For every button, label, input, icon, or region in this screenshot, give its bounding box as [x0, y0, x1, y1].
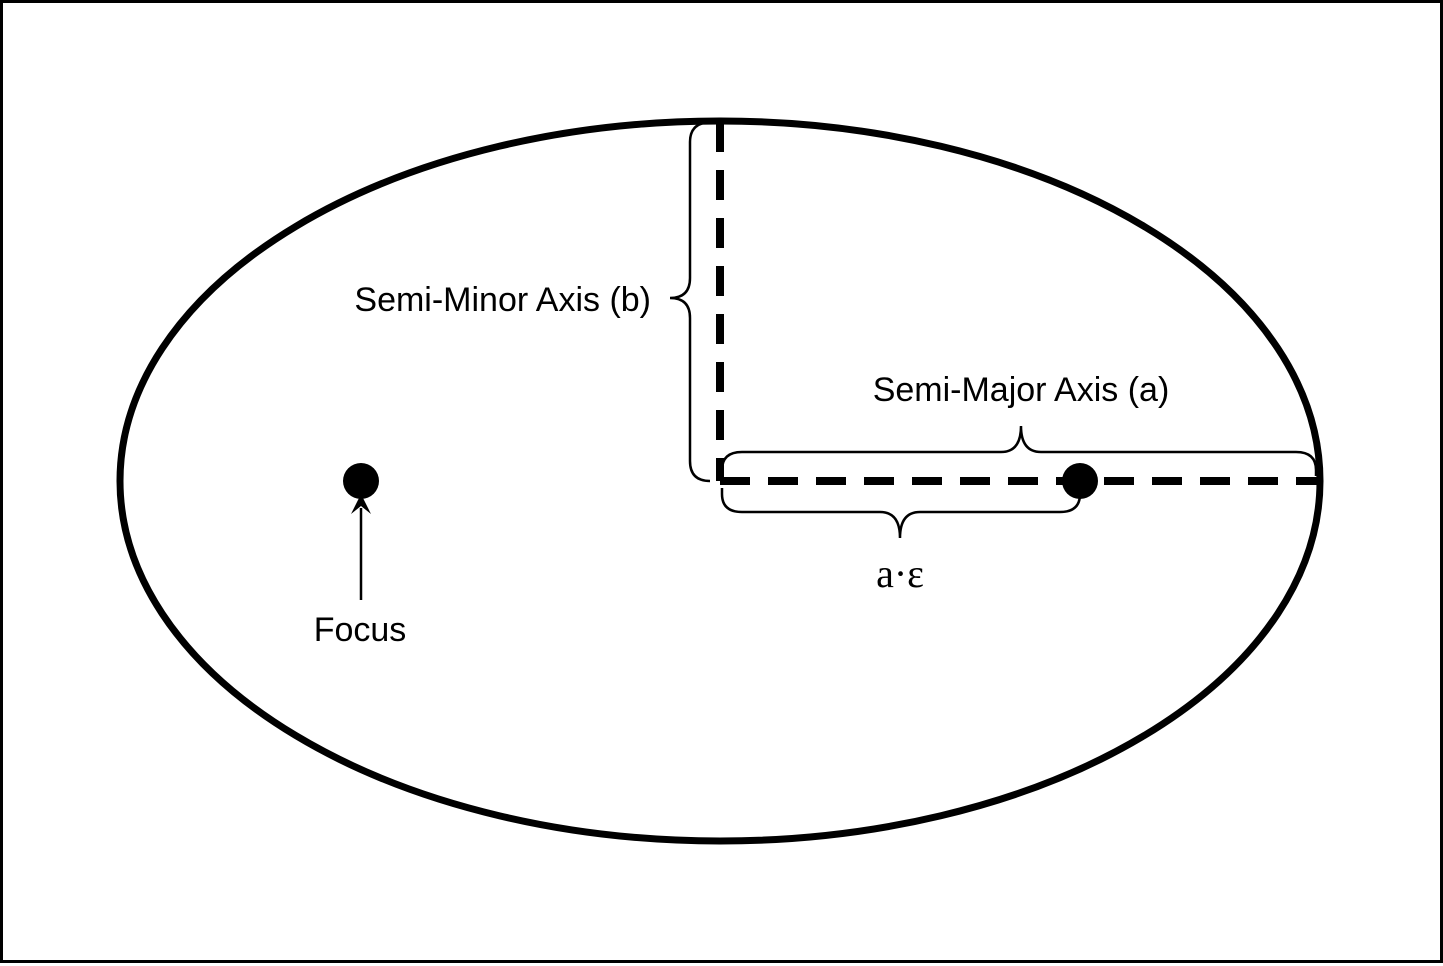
focus-label: Focus [314, 611, 407, 649]
a-epsilon-brace [720, 488, 1082, 539]
focus-arrow-head [351, 494, 371, 514]
focus-left-dot [343, 463, 379, 499]
a-epsilon-label: a·ε [876, 551, 924, 596]
semi-minor-brace [669, 120, 713, 483]
focus-right-dot [1062, 463, 1098, 499]
semi-major-axis-label: Semi-Major Axis (a) [873, 371, 1170, 409]
semi-major-brace [720, 425, 1318, 476]
semi-minor-axis-label: Semi-Minor Axis (b) [354, 281, 651, 319]
